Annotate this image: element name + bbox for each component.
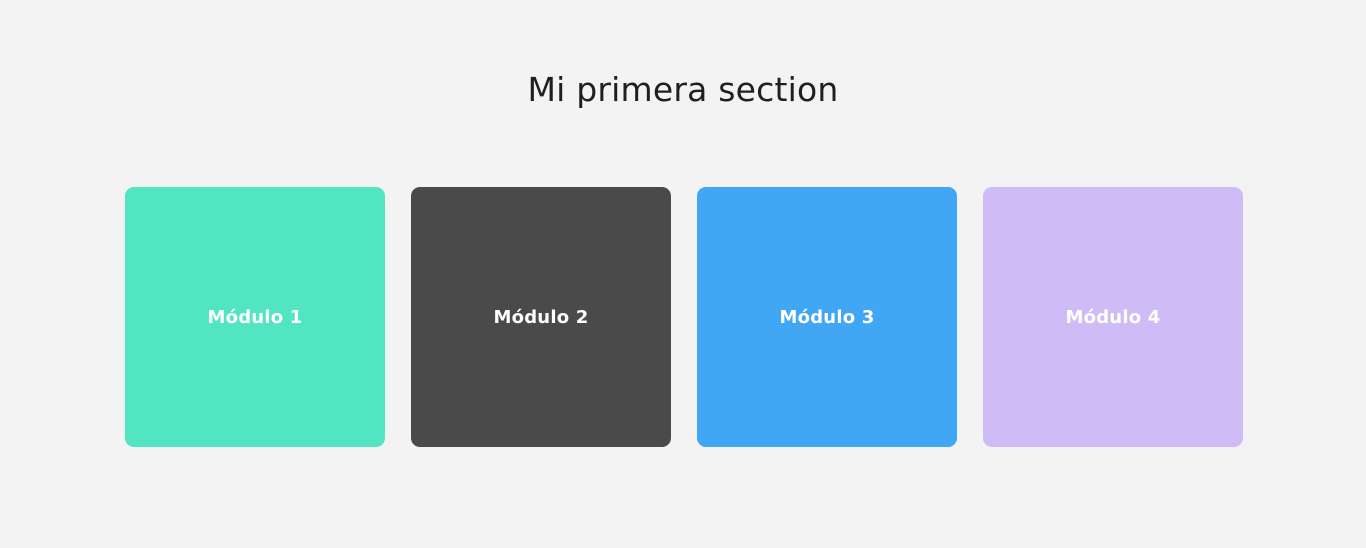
module-label: Módulo 3 — [779, 306, 875, 328]
module-card-1[interactable]: Módulo 1 — [125, 187, 385, 447]
module-card-2[interactable]: Módulo 2 — [411, 187, 671, 447]
modules-grid: Módulo 1 Módulo 2 Módulo 3 Módulo 4 — [125, 187, 1243, 447]
module-label: Módulo 2 — [493, 306, 589, 328]
section-title: Mi primera section — [527, 70, 839, 109]
module-card-4[interactable]: Módulo 4 — [983, 187, 1243, 447]
module-card-3[interactable]: Módulo 3 — [697, 187, 957, 447]
module-label: Módulo 4 — [1065, 306, 1161, 328]
module-label: Módulo 1 — [207, 306, 303, 328]
